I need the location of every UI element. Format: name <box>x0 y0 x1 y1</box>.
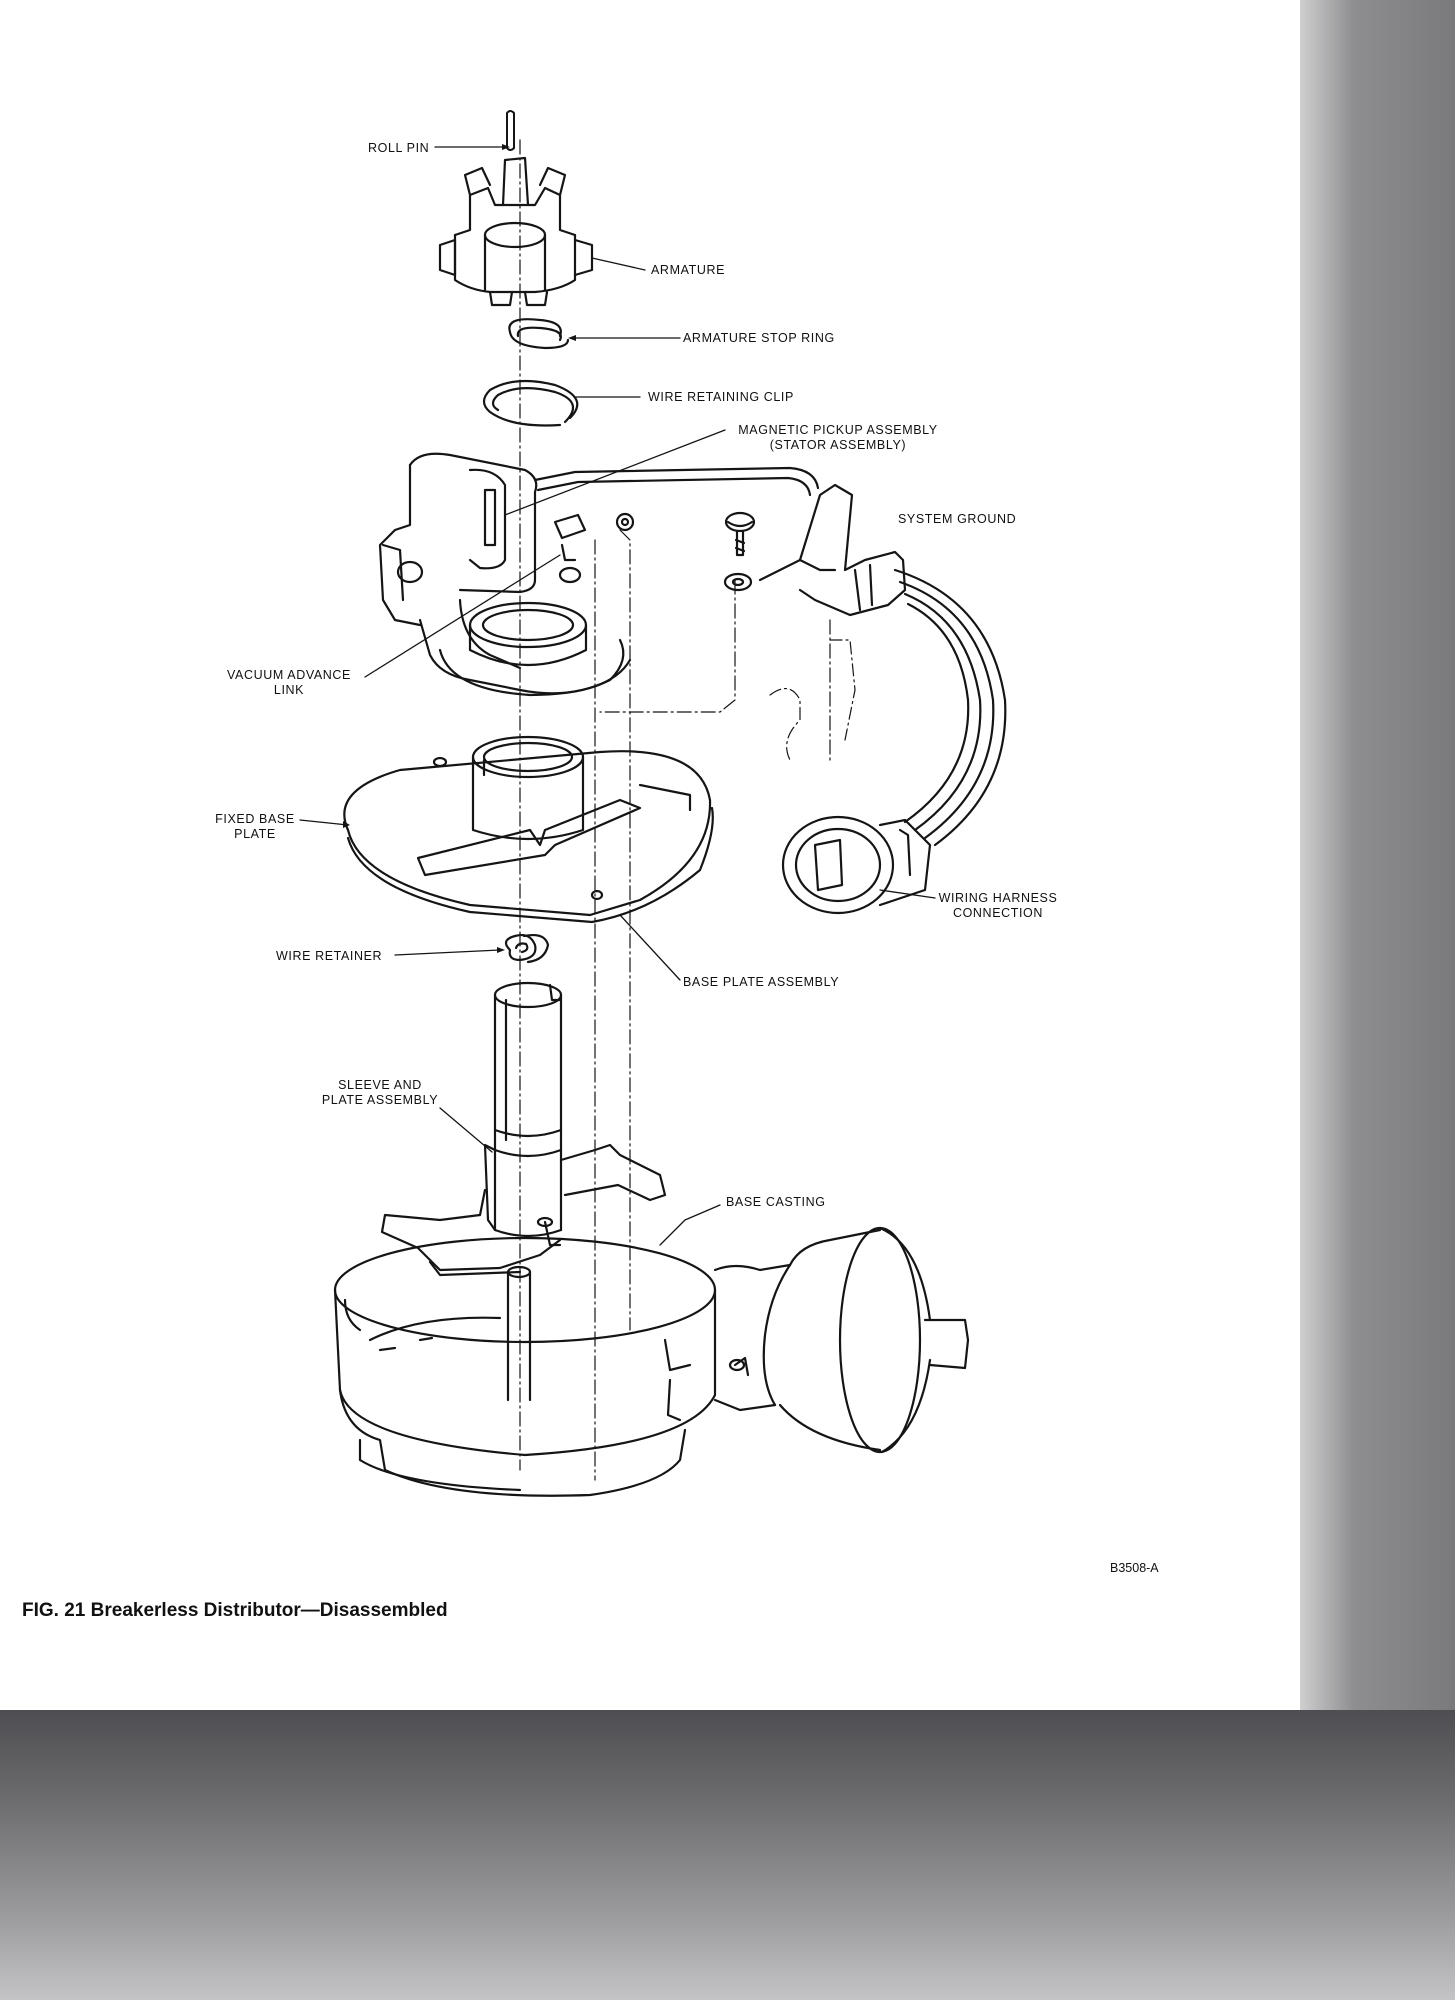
sleeve-plate-leader <box>439 1107 493 1153</box>
exploded-distributor-diagram <box>299 110 1007 1497</box>
label-vacuum-advance-line1: VACUUM ADVANCE <box>227 668 351 682</box>
wire-retainer-leader <box>394 949 501 956</box>
label-magnetic-pickup: MAGNETIC PICKUP ASSEMBLY (STATOR ASSEMBL… <box>728 423 948 453</box>
label-wiring-harness-connection: WIRING HARNESS CONNECTION <box>928 891 1068 921</box>
harness-ghost-outline <box>769 639 856 761</box>
armature-leader <box>591 257 646 271</box>
harness-cable <box>893 568 1007 847</box>
base-casting <box>333 1236 717 1497</box>
label-sleeve-plate-line1: SLEEVE AND <box>338 1078 422 1092</box>
armature-stop-ring <box>508 318 570 350</box>
harness-clip <box>758 483 907 617</box>
label-wiring-harness-line2: CONNECTION <box>952 906 1044 920</box>
stator-plate <box>438 601 632 697</box>
label-system-ground: SYSTEM GROUND <box>898 512 1017 526</box>
label-armature-stop-ring: ARMATURE STOP RING <box>683 331 835 345</box>
ground-screw <box>723 511 756 592</box>
sleeve-and-plate-assembly <box>380 981 667 1277</box>
base-plate-hub <box>471 735 585 841</box>
label-base-casting: BASE CASTING <box>726 1195 826 1209</box>
distributor-shaft <box>506 1265 532 1402</box>
label-fixed-base-plate: FIXED BASE PLATE <box>205 812 305 842</box>
label-fixed-base-line2: PLATE <box>234 827 276 841</box>
base-plate-assembly-leader <box>619 914 681 981</box>
page-right-shadow <box>1300 0 1455 1710</box>
scan-background <box>0 1710 1455 2000</box>
ground-axis-line <box>599 579 736 713</box>
label-sleeve-plate-line2: PLATE ASSEMBLY <box>321 1093 439 1107</box>
fixed-base-plate <box>343 750 714 924</box>
label-vacuum-advance-link: VACUUM ADVANCE LINK <box>218 668 360 698</box>
wiring-harness-connector <box>781 815 932 915</box>
label-armature: ARMATURE <box>651 263 726 277</box>
stator-screws <box>553 512 635 584</box>
base-casting-leader <box>659 1204 721 1246</box>
figure-code: B3508-A <box>1110 1561 1159 1575</box>
stator-wires <box>533 466 820 497</box>
armature <box>438 156 594 307</box>
manual-page <box>0 0 1300 1710</box>
label-wiring-harness-line1: WIRING HARNESS <box>938 891 1058 905</box>
magnetic-pickup-leader <box>504 429 726 516</box>
label-magnetic-pickup-line1: MAGNETIC PICKUP ASSEMBLY <box>738 423 938 437</box>
label-vacuum-advance-line2: LINK <box>273 683 305 697</box>
vacuum-advance-link-leader <box>364 554 561 678</box>
label-wire-retaining-clip: WIRE RETAINING CLIP <box>648 390 794 404</box>
label-roll-pin: ROLL PIN <box>368 141 430 155</box>
label-sleeve-and-plate-assembly: SLEEVE AND PLATE ASSEMBLY <box>305 1078 455 1108</box>
magnetic-pickup-assembly <box>378 452 625 695</box>
wiring-harness-leader <box>879 889 936 899</box>
label-wire-retainer: WIRE RETAINER <box>276 949 383 963</box>
vacuum-advance-unit <box>713 1226 970 1454</box>
screw-axis-line <box>619 529 631 1331</box>
wire-retainer <box>504 933 550 964</box>
wire-retaining-clip <box>482 379 579 427</box>
fixed-base-plate-leader <box>299 819 349 826</box>
roll-pin <box>506 110 515 151</box>
label-fixed-base-line1: FIXED BASE <box>215 812 295 826</box>
label-magnetic-pickup-line2: (STATOR ASSEMBLY) <box>769 438 907 452</box>
figure-caption: FIG. 21 Breakerless Distributor—Disassem… <box>22 1600 448 1621</box>
label-base-plate-assembly: BASE PLATE ASSEMBLY <box>683 975 840 989</box>
